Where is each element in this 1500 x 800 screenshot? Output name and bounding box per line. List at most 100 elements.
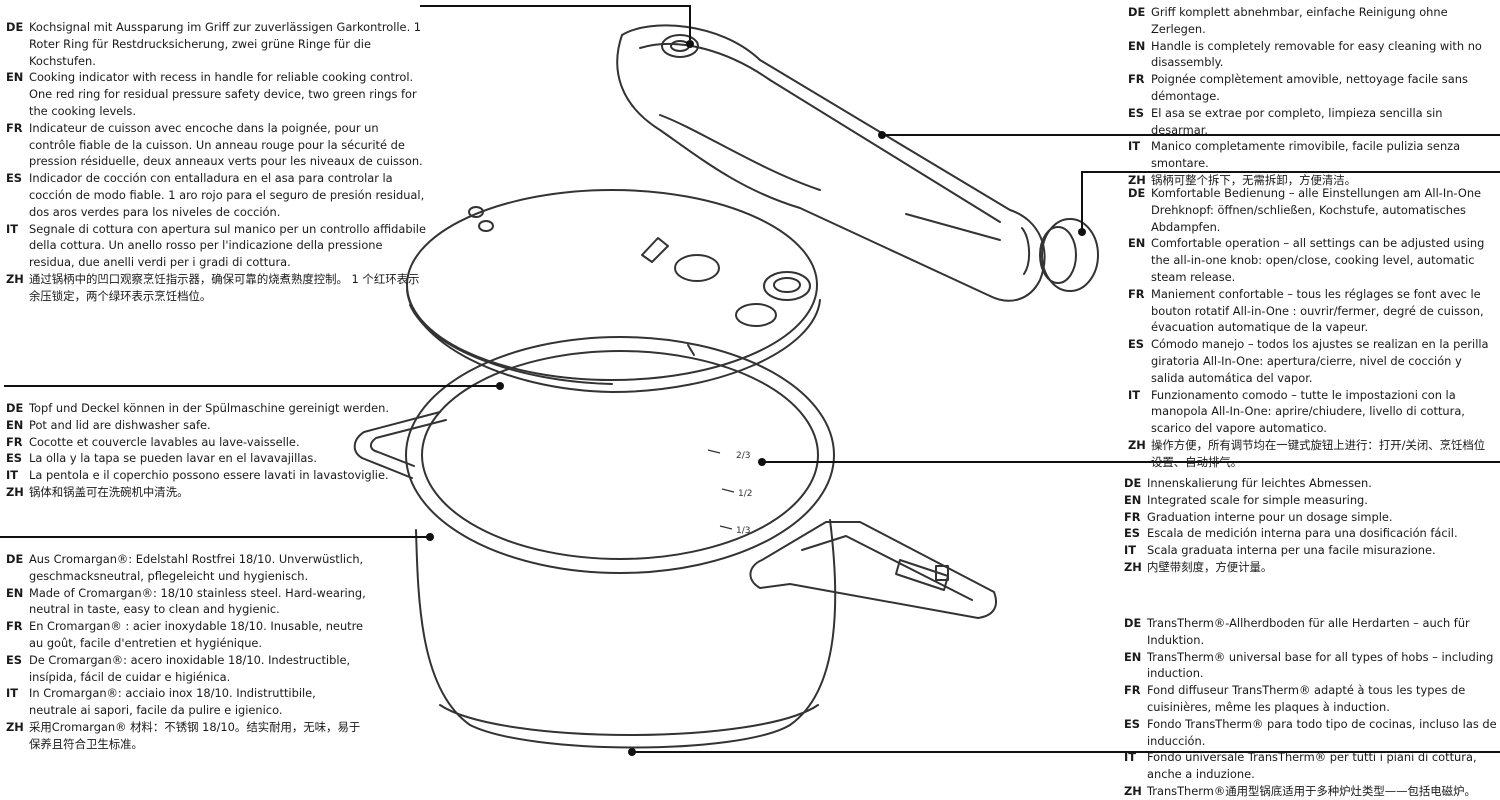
language-code: ZH [1124,783,1142,798]
language-code: EN [6,70,24,85]
language-code: FR [6,619,23,634]
pot-handle [749,521,997,619]
language-code: DE [1124,476,1142,490]
feature-text: La pentola e il coperchio possono essere… [29,468,389,483]
feature-text: Funzionamento comodo – tutte le impostaz… [1151,387,1465,436]
language-code: FR [1124,509,1141,524]
feature-text: Cómodo manejo – todos los ajustes se rea… [1151,337,1489,385]
language-row-it: IT Funzionamento comodo – tutte le impost… [1128,387,1496,437]
feature-text: 通过锅柄中的凹口观察烹饪指示器，确保可靠的烧煮熟度控制。 1 个红环表示余压锁定… [29,271,420,303]
language-row-es: ES La olla y la tapa se pueden lavar en e… [6,450,406,467]
pot-rim-outer [405,336,835,574]
language-code: EN [6,417,24,432]
scale-mark-1-3: 1/3 [736,526,750,536]
language-row-zh: ZH 内壁带刻度，方便计量。 [1124,559,1496,576]
feature-text: Comfortable operation – all settings can… [1151,236,1485,284]
all-in-one-knob [1041,218,1099,292]
cooking-indicator [661,34,699,58]
language-row-fr: FR Poignée complètement amovible, nettoya… [1128,71,1496,105]
language-code: ES [6,171,22,186]
language-code: DE [6,401,24,415]
language-row-it: IT In Cromargan®: acciaio inox 18/10. Ind… [6,685,366,719]
language-code: FR [1128,286,1145,301]
language-row-de: DE Topf und Deckel können in der Spülmasc… [6,400,406,417]
callout-all-in-one-knob: DE Komfortable Bedienung – alle Einstellu… [1128,185,1496,471]
language-code: EN [1128,38,1146,53]
feature-text: 内壁带刻度，方便计量。 [1147,559,1273,574]
language-code: ES [1128,337,1144,352]
feature-text: Scala graduata interna per una facile mi… [1147,543,1436,558]
feature-text: TransTherm®通用型锅底适用于多种炉灶类型——包括电磁炉。 [1147,783,1476,798]
feature-text: Poignée complètement amovible, nettoyage… [1151,72,1468,103]
language-row-es: ES Indicador de cocción con entalladura e… [6,170,426,220]
language-row-fr: FR Fond diffuseur TransTherm® adapté à to… [1124,682,1498,716]
lid-valve-1 [674,254,720,282]
language-code: ES [1128,105,1144,120]
feature-text: En Cromargan® : acier inoxydable 18/10. … [29,619,364,650]
language-code: DE [6,552,24,566]
language-code: IT [6,468,19,483]
language-code: DE [1128,186,1146,200]
language-code: IT [1124,543,1137,558]
language-code: EN [6,585,24,600]
language-code: ES [6,652,22,667]
feature-text: In Cromargan®: acciaio inox 18/10. Indis… [29,686,316,718]
feature-text: TransTherm®-Allherdboden für alle Herdar… [1147,616,1470,647]
language-row-de: DE Aus Cromargan®: Edelstahl Rostfrei 18/… [6,551,366,585]
language-code: IT [1128,387,1141,402]
feature-text: Cocotte et couvercle lavables au lave-va… [29,434,300,449]
feature-text: Topf und Deckel können in der Spülmaschi… [29,401,389,415]
language-code: FR [1128,72,1145,87]
feature-text: Indicador de cocción con entalladura en … [29,171,425,219]
language-row-es: ES Cómodo manejo – todos los ajustes se r… [1128,336,1496,386]
language-code: FR [6,120,23,135]
language-code: IT [1124,750,1137,765]
feature-text: La olla y la tapa se pueden lavar en el … [29,451,317,466]
language-code: ES [6,451,22,466]
feature-text: Komfortable Bedienung – alle Einstellung… [1151,186,1482,234]
lid-handle [616,24,1046,302]
language-code: ZH [1128,437,1146,452]
language-code: IT [6,686,19,701]
lid-valve-3 [763,271,811,301]
feature-text: Aus Cromargan®: Edelstahl Rostfrei 18/10… [29,552,364,583]
language-row-zh: ZH TransTherm®通用型锅底适用于多种炉灶类型——包括电磁炉。 [1124,783,1498,800]
feature-text: Fond diffuseur TransTherm® adapté à tous… [1147,683,1466,714]
side-handle [353,411,441,479]
pot-rim-inner [421,350,819,560]
language-code: DE [6,20,24,34]
feature-text: Fondo TransTherm® para todo tipo de coci… [1147,716,1497,748]
language-code: ZH [1124,559,1142,574]
lid [406,189,818,381]
lid-valve-2 [735,303,777,327]
language-row-zh: ZH 通过锅柄中的凹口观察烹饪指示器，确保可靠的烧煮熟度控制。 1 个红环表示余压… [6,271,426,305]
scale-mark-2-3: 2/3 [736,451,750,461]
scale-mark-1-2: 1/2 [738,489,752,499]
callout-cromargan: DE Aus Cromargan®: Edelstahl Rostfrei 18/… [6,551,366,753]
language-code: ZH [6,484,24,499]
language-row-it: IT La pentola e il coperchio possono esse… [6,467,406,484]
pot-body [415,519,837,749]
leader-knob [1081,171,1500,232]
feature-text: 锅柄可整个拆下，无需拆卸，方便清洁。 [1151,172,1357,187]
language-code: ZH [6,271,24,286]
feature-text: Manico completamente rimovibile, facile … [1151,139,1461,171]
language-code: EN [1124,649,1142,664]
language-code: IT [6,221,19,236]
language-code: FR [1124,683,1141,698]
